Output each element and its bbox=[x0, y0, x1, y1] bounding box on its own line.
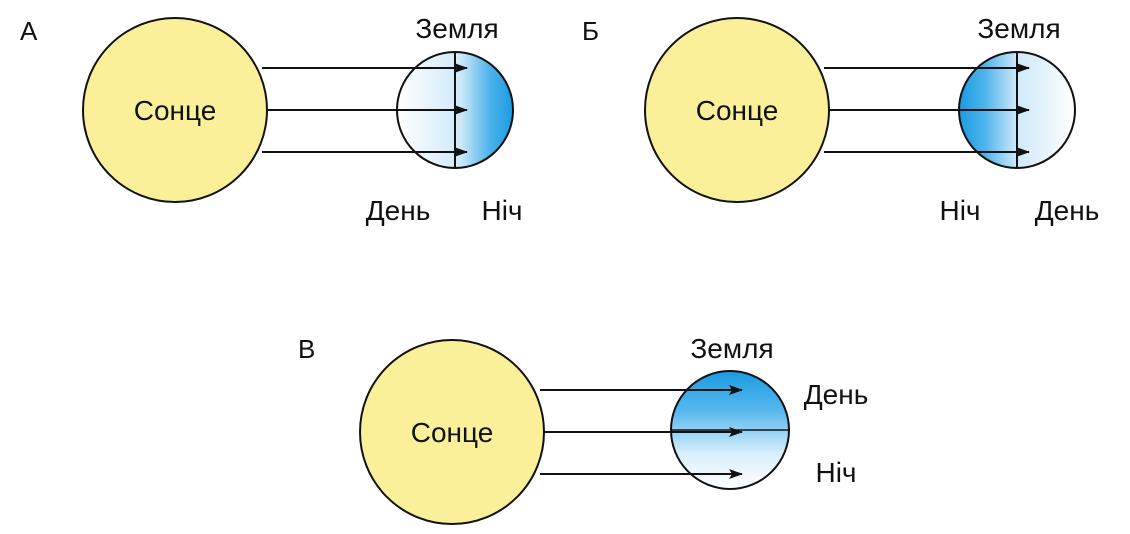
day-label: День bbox=[1035, 195, 1100, 226]
earth-label: Земля bbox=[690, 333, 773, 364]
earth-label: Земля bbox=[977, 13, 1060, 44]
panel-label: Б bbox=[582, 16, 599, 46]
earth-label: Земля bbox=[415, 13, 498, 44]
panel-c: В Сонце Земля День Ніч bbox=[298, 333, 869, 525]
panel-label: А bbox=[20, 16, 38, 46]
sun-label: Сонце bbox=[411, 417, 494, 448]
panel-b: Б Сонце Земля Ніч День bbox=[582, 13, 1099, 226]
sun-label: Сонце bbox=[696, 95, 779, 126]
night-label: Ніч bbox=[815, 457, 856, 488]
panel-a: А Сонце Земля День Ніч bbox=[20, 13, 523, 226]
night-label: Ніч bbox=[481, 195, 522, 226]
sun-label: Сонце bbox=[134, 95, 217, 126]
day-label: День bbox=[366, 195, 431, 226]
day-label: День bbox=[804, 379, 869, 410]
panel-label: В bbox=[298, 334, 315, 364]
night-label: Ніч bbox=[939, 195, 980, 226]
